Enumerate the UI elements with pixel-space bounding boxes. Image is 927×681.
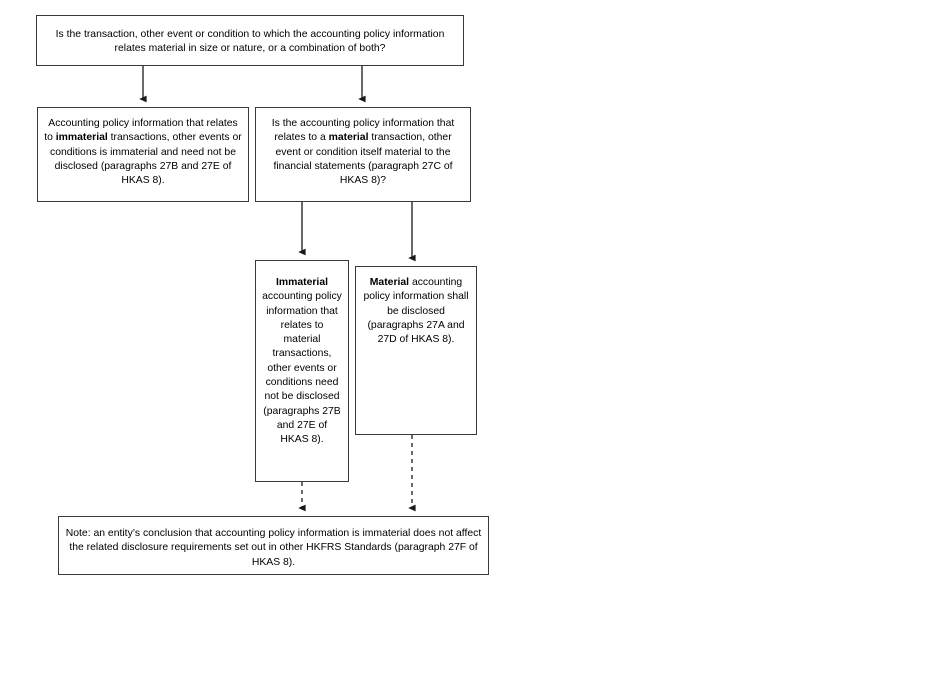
flow-node-text: Is the accounting policy information tha… xyxy=(256,117,470,188)
text-segment-post: transactions, other events or conditions… xyxy=(50,132,242,187)
flow-node-text: Note: an entity’s conclusion that accoun… xyxy=(65,528,482,568)
text-segment-emphasis: Immaterial xyxy=(276,277,328,288)
text-segment-emphasis: Material xyxy=(369,277,410,288)
text-segment-post: transaction, other event or condition it… xyxy=(273,132,453,187)
flow-node-text: Accounting policy information that relat… xyxy=(38,117,248,188)
flow-node-text: Material accounting policy information s… xyxy=(356,276,476,347)
flow-node-text: Immaterial accounting policy information… xyxy=(256,276,348,448)
flow-node-material-policy-information[interactable]: Material accounting policy information s… xyxy=(355,266,477,435)
text-segment-emphasis: immaterial xyxy=(55,132,108,144)
flow-node-note-disclosure-requirements[interactable]: Note: an entity’s conclusion that accoun… xyxy=(58,516,489,575)
flow-node-immaterial-transactions-outcome[interactable]: Accounting policy information that relat… xyxy=(37,107,249,202)
text-segment-post: accounting policy information shall be d… xyxy=(363,277,469,346)
flow-node-question-materiality[interactable]: Is the transaction, other event or condi… xyxy=(36,15,464,66)
text-segment-emphasis: material xyxy=(328,132,369,144)
text-segment-pre: Accounting policy information that relat… xyxy=(44,118,238,144)
flow-node-text: Is the transaction, other event or condi… xyxy=(55,29,445,55)
flow-node-question-policy-information-material[interactable]: Is the accounting policy information tha… xyxy=(255,107,471,202)
text-segment-pre: Is the accounting policy information tha… xyxy=(271,118,455,144)
text-segment-post: accounting policy information that relat… xyxy=(262,291,342,446)
flow-node-immaterial-policy-information[interactable]: Immaterial accounting policy information… xyxy=(255,260,349,482)
